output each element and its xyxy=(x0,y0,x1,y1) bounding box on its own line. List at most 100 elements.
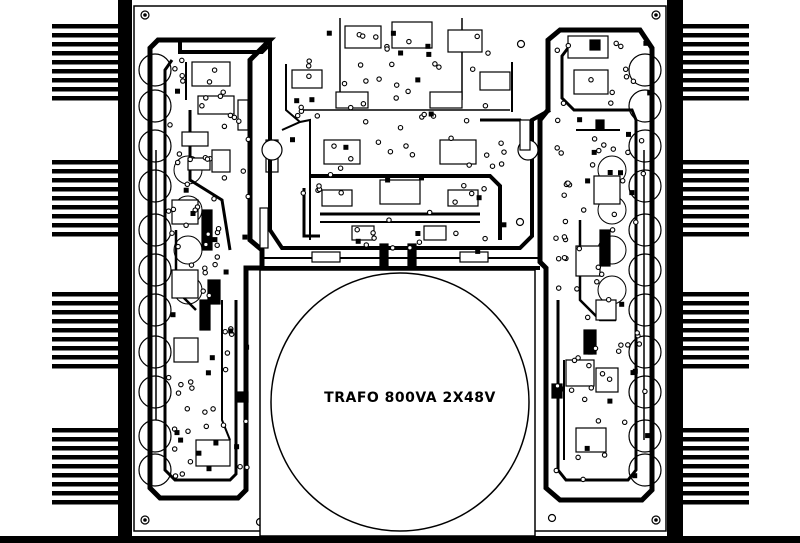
heatsink-fin xyxy=(681,328,749,333)
via-pad xyxy=(169,230,175,236)
via-pad xyxy=(606,376,613,382)
via-pad xyxy=(222,366,229,373)
via-pad xyxy=(561,234,568,240)
heatsink-fin xyxy=(52,78,120,83)
smd-pad xyxy=(647,90,653,96)
via-pad xyxy=(595,264,602,271)
via-pad xyxy=(636,341,643,347)
via-pad xyxy=(187,458,194,465)
via-pad xyxy=(553,235,559,241)
heatsink-fin xyxy=(681,364,749,369)
heatsink-fin xyxy=(52,464,120,469)
via-pad xyxy=(205,231,211,237)
via-pad xyxy=(601,142,607,148)
via-pad xyxy=(609,89,615,96)
via-pad xyxy=(580,476,586,483)
capacitor-outline xyxy=(628,335,662,369)
heatsink-fin xyxy=(681,78,749,83)
heatsink-fin xyxy=(52,178,120,183)
capacitor-outline xyxy=(628,129,662,163)
heatsink-fin xyxy=(52,196,120,201)
via-pad xyxy=(642,388,648,395)
via-pad xyxy=(243,418,249,425)
via-pad xyxy=(565,42,572,49)
heatsink-fin xyxy=(52,24,120,29)
heatsink-fin xyxy=(681,60,749,65)
via-pad xyxy=(347,104,354,111)
via-pad xyxy=(240,168,247,174)
heatsink-fin xyxy=(52,33,120,38)
toroidal-transformer-outline xyxy=(270,272,530,532)
capacitor-outline xyxy=(628,375,662,409)
smd-pad xyxy=(175,88,180,94)
via-pad xyxy=(601,452,608,458)
smd-pad xyxy=(170,312,176,318)
via-pad xyxy=(187,156,193,163)
smd-pad xyxy=(577,117,583,123)
smd-pad xyxy=(645,433,651,439)
capacitor-outline xyxy=(628,89,662,123)
via-pad xyxy=(357,62,364,68)
via-pad xyxy=(622,66,629,73)
via-pad xyxy=(360,101,367,107)
heatsink-fin xyxy=(52,310,120,315)
smd-pad xyxy=(174,430,180,436)
via-pad xyxy=(625,149,631,156)
via-pad xyxy=(174,159,181,166)
smd-pad xyxy=(326,30,332,36)
heatsink-fin xyxy=(681,491,749,496)
via-pad xyxy=(483,152,490,158)
capacitor-outline xyxy=(628,293,662,327)
via-pad xyxy=(387,148,394,155)
via-pad xyxy=(481,186,487,192)
heatsink-fin xyxy=(681,214,749,219)
via-pad xyxy=(634,330,640,336)
via-pad xyxy=(224,350,231,356)
via-pad xyxy=(305,63,312,69)
heatsink-fin xyxy=(681,482,749,487)
smd-pad xyxy=(206,466,212,472)
via-pad xyxy=(605,296,612,303)
via-pad xyxy=(298,104,304,111)
heatsink-fin xyxy=(52,60,120,65)
via-pad xyxy=(222,328,228,335)
heatsink-fin xyxy=(681,355,749,360)
heatsink-fin xyxy=(681,464,749,469)
smd-pad xyxy=(178,437,184,443)
via-pad xyxy=(338,190,344,196)
via-pad xyxy=(206,292,212,299)
bottom-frame-bar xyxy=(0,536,800,543)
heatsink-fin xyxy=(681,223,749,228)
via-pad xyxy=(389,61,395,68)
heatsink-fin xyxy=(681,310,749,315)
via-pad xyxy=(623,74,630,80)
via-pad xyxy=(221,175,228,181)
heatsink-fin xyxy=(681,500,749,505)
via-pad xyxy=(588,385,595,391)
via-pad xyxy=(621,419,628,426)
via-pad xyxy=(555,255,562,262)
via-pad xyxy=(581,396,588,403)
smd-pad xyxy=(425,43,431,49)
via-pad xyxy=(591,136,598,142)
via-pad xyxy=(375,139,382,145)
via-pad xyxy=(211,67,218,73)
via-pad xyxy=(202,269,208,276)
heatsink-fin xyxy=(52,482,120,487)
capacitor-outline xyxy=(138,169,172,203)
via-pad xyxy=(638,137,645,144)
via-pad xyxy=(416,239,423,245)
capacitor-outline xyxy=(628,453,662,487)
via-pad xyxy=(409,152,416,158)
via-pad xyxy=(596,147,602,154)
via-pad xyxy=(389,245,396,251)
smd-pad xyxy=(428,111,434,117)
heatsink-fin xyxy=(681,446,749,451)
smd-pad xyxy=(475,248,481,254)
via-pad xyxy=(575,355,581,361)
via-pad xyxy=(184,181,191,188)
smd-pad xyxy=(205,370,211,376)
smd-pad xyxy=(234,444,240,450)
